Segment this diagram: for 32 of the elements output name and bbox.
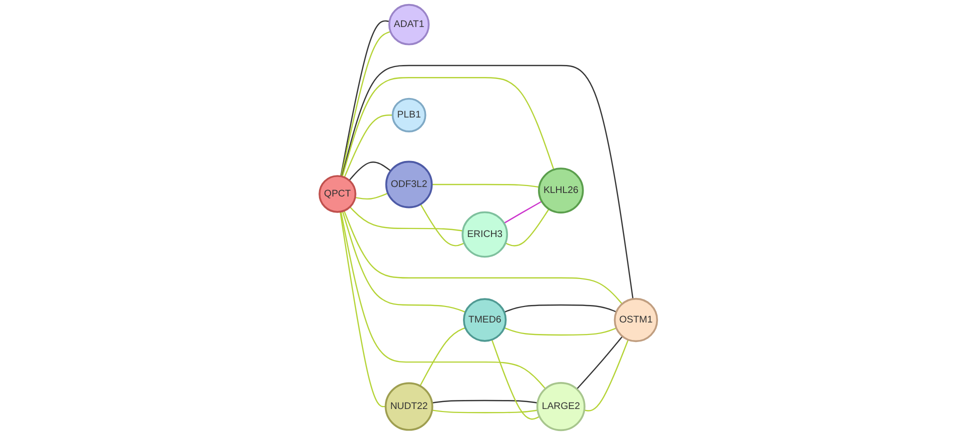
connector (341, 64, 634, 300)
node-circle: ADAT1 (388, 4, 430, 46)
connector (504, 327, 616, 336)
connector (576, 336, 623, 390)
connector (342, 211, 466, 313)
connector (348, 162, 391, 181)
connector (432, 410, 538, 414)
connector (354, 192, 388, 200)
node-circle: NUDT22 (384, 382, 433, 431)
node-circle: PLB1 (391, 98, 426, 132)
connector (503, 200, 542, 224)
connector (343, 210, 622, 304)
node-circle: KLHL26 (538, 168, 584, 214)
connector (490, 339, 540, 420)
connector (504, 208, 550, 246)
node-circle: TMED6 (462, 298, 506, 342)
connector (504, 304, 616, 313)
connector (420, 204, 464, 246)
node-circle: ERICH3 (461, 211, 508, 258)
node-circle: ODF3L2 (384, 160, 432, 208)
node-circle: QPCT (318, 175, 356, 213)
node-circle: OSTM1 (614, 298, 658, 342)
node-circle: LARGE2 (536, 382, 586, 432)
connector (349, 206, 463, 232)
connector (339, 212, 386, 408)
connector (432, 400, 538, 404)
connector (584, 340, 628, 412)
connector (340, 212, 546, 390)
connector (341, 77, 554, 177)
connector (419, 327, 466, 386)
connector (344, 114, 392, 178)
connector (431, 184, 539, 188)
